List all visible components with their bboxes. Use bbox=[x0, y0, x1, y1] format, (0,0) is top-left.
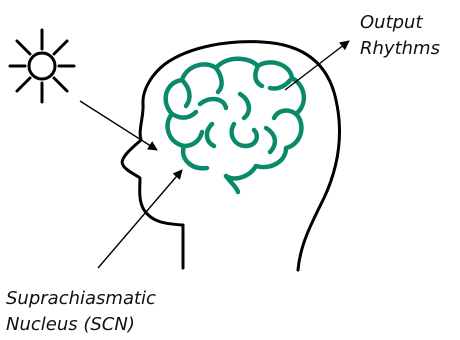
sun-icon bbox=[10, 30, 74, 102]
brain-icon bbox=[166, 59, 304, 192]
output-label-line1: Output bbox=[360, 12, 423, 33]
scn-label-line1: Suprachiasmatic bbox=[6, 288, 156, 309]
light-input-arrow bbox=[80, 101, 157, 150]
scn-label-line2: Nucleus (SCN) bbox=[6, 314, 135, 335]
output-label-line2: Rhythms bbox=[360, 38, 440, 59]
head-silhouette-icon bbox=[122, 42, 339, 270]
